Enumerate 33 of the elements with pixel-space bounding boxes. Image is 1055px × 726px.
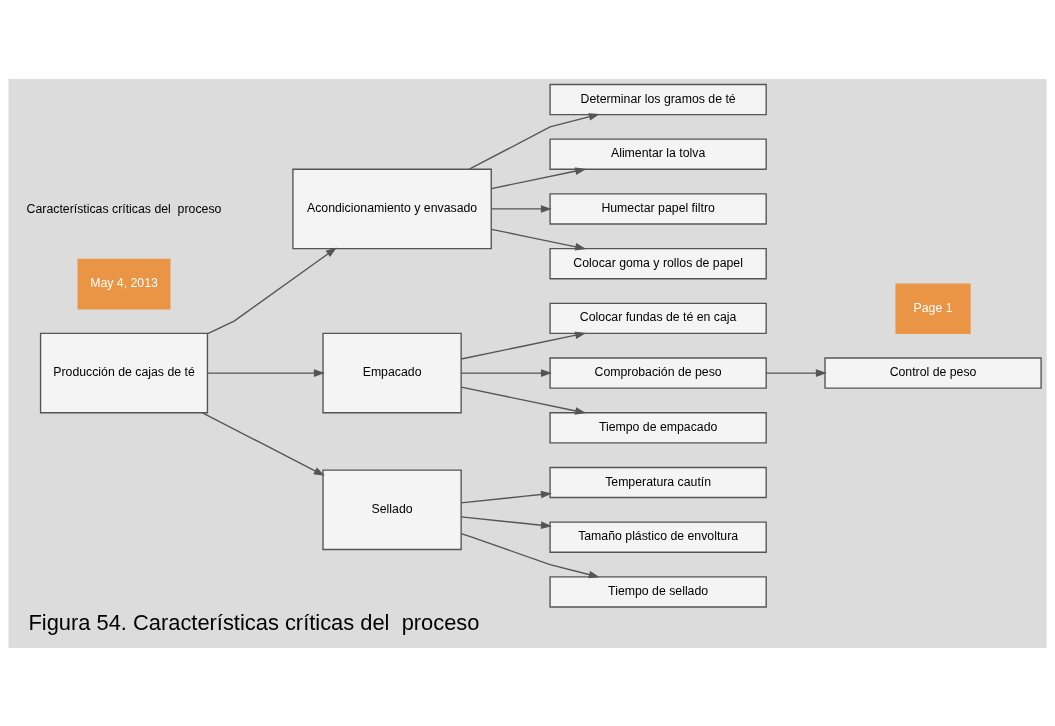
arrow xyxy=(460,490,552,503)
node-box: Determinar los gramos de té xyxy=(549,83,767,115)
arrow xyxy=(460,532,600,578)
node-box: Tiempo de sellado xyxy=(549,575,767,608)
arrow xyxy=(490,204,552,213)
node-box: Sellado xyxy=(322,469,462,550)
arrow xyxy=(490,166,587,189)
arrow xyxy=(460,331,587,360)
node-box: Control de peso xyxy=(824,356,1042,389)
node-box: Acondicionamiento y envasado xyxy=(292,168,492,249)
node-box: Alimentar la tolva xyxy=(549,138,767,170)
label: Características críticas del proceso xyxy=(26,201,222,216)
arrow xyxy=(201,411,325,476)
arrow xyxy=(460,515,552,529)
arrow xyxy=(207,247,337,334)
label: May 4, 2013 xyxy=(90,275,158,290)
arrow xyxy=(206,368,325,377)
caption: Figura 54. Características críticas del proceso xyxy=(28,609,480,635)
arrow xyxy=(460,368,552,377)
arrow xyxy=(468,112,600,170)
node-box: Colocar goma y rollos de papel xyxy=(549,247,767,279)
node-box: Temperatura cautín xyxy=(549,466,767,498)
node-box: Humectar papel filtro xyxy=(549,192,767,225)
node-box: Tamaño plástico de envoltura xyxy=(549,520,767,553)
node-box: Producción de cajas de té xyxy=(39,332,209,413)
node-box: Colocar fundas de té en caja xyxy=(549,302,767,334)
arrow xyxy=(490,228,587,250)
label: Page 1 xyxy=(913,300,953,315)
node-box: Comprobación de peso xyxy=(549,356,767,389)
node-box: Tiempo de empacado xyxy=(549,411,767,443)
arrow xyxy=(460,385,587,415)
arrow xyxy=(765,368,827,377)
node-box: Empacado xyxy=(322,332,462,413)
